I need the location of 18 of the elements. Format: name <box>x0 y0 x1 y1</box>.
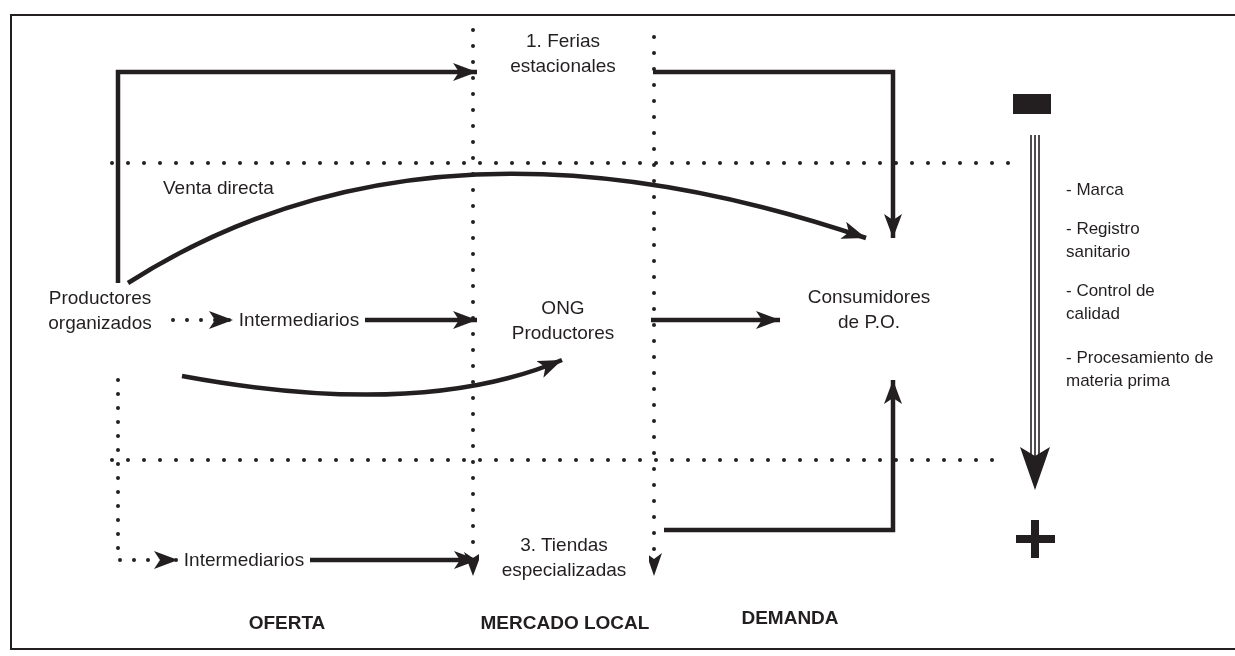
arrow <box>651 311 780 329</box>
criterion-text: - Marca <box>1066 179 1125 201</box>
column-heading: OFERTA <box>247 611 327 634</box>
arrow <box>310 551 478 569</box>
arrow <box>365 311 477 329</box>
dotted-arrow <box>116 378 180 569</box>
column-heading: DEMANDA <box>740 606 840 629</box>
edge-label: Venta directa <box>163 176 274 200</box>
arrow <box>126 171 867 285</box>
criterion-text: - Control de calidad <box>1066 280 1156 325</box>
arrow <box>181 357 563 397</box>
criterion-text: - Registro sanitario <box>1066 218 1141 263</box>
arrow <box>664 380 902 533</box>
arrow <box>115 63 477 283</box>
criterion-text: - Procesamiento de materia prima <box>1066 347 1215 392</box>
column-heading: MERCADO LOCAL <box>479 611 651 634</box>
arrow <box>653 69 902 238</box>
dotted-arrow <box>171 311 235 329</box>
